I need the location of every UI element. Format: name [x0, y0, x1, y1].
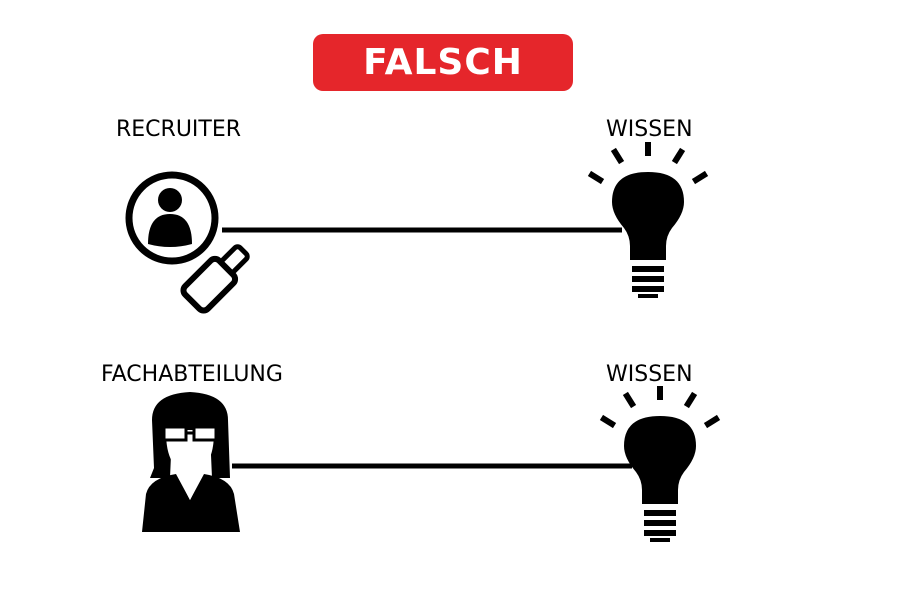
- fachabteilung-label: FACHABTEILUNG: [101, 362, 283, 387]
- magnifier-person-icon: [125, 171, 250, 314]
- lightbulb-icon: [599, 386, 721, 542]
- falsch-badge: FALSCH: [313, 34, 573, 91]
- recruiter-label: RECRUITER: [116, 117, 242, 142]
- wissen-label-top: WISSEN: [606, 117, 693, 142]
- lightbulb-icon: [587, 142, 709, 298]
- wissen-label-bottom: WISSEN: [606, 362, 693, 387]
- falsch-badge-label: FALSCH: [363, 42, 523, 83]
- woman-with-glasses-icon: [142, 392, 240, 532]
